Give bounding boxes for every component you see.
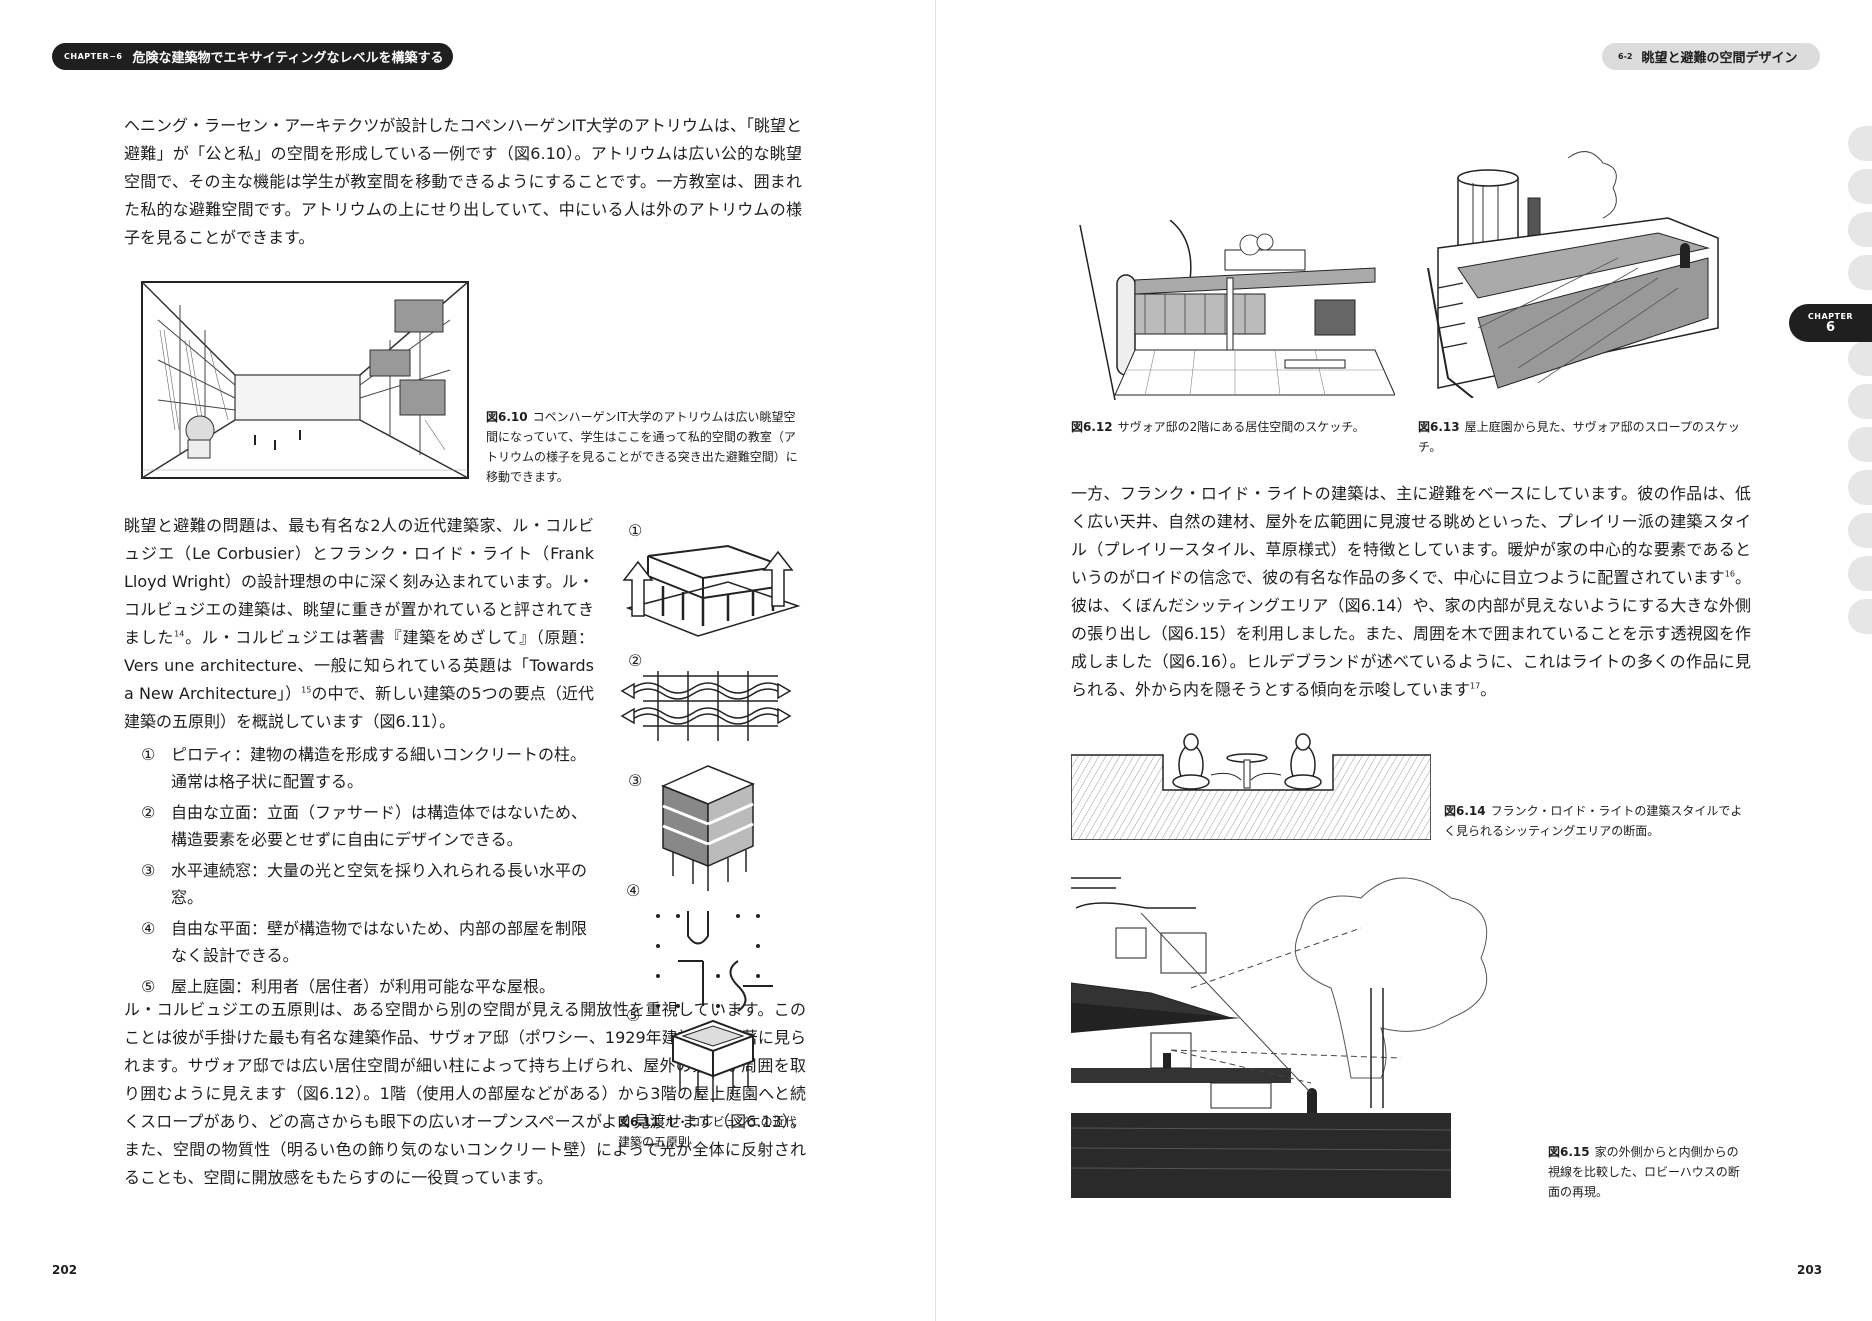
left-paragraph-2: 眺望と避難の問題は、最も有名な2人の近代建築家、ル・コルビュジエ（Le Corb… — [124, 512, 594, 736]
chapter-tab[interactable] — [1848, 599, 1872, 634]
chapter-tab[interactable] — [1848, 169, 1872, 204]
point-number-1: ① — [628, 521, 642, 540]
footnote-ref-15: 15 — [301, 685, 312, 695]
list-item-number: ③ — [141, 861, 156, 880]
list-item-text: 自由な立面：立面（ファサード）は構造体ではないため、構造要素を必要とせずに自由に… — [171, 803, 588, 849]
list-item-text: ピロティ：建物の構造を形成する細いコンクリートの柱。通常は格子状に配置する。 — [171, 745, 587, 791]
list-item-number: ② — [141, 803, 156, 822]
figure-6-10-label: 図6.10 — [486, 410, 528, 424]
list-item: ② 自由な立面：立面（ファサード）は構造体ではないため、構造要素を必要とせずに自由… — [141, 799, 593, 853]
footnote-ref-16: 16 — [1724, 569, 1735, 579]
chapter-tab-label: CHAPTER — [1807, 312, 1854, 321]
right-paragraph-1-part-c: 。 — [1480, 680, 1497, 699]
chapter-header: CHAPTER−6 危険な建築物でエキサイティングなレベルを構築する — [52, 43, 453, 70]
chapter-tab-active[interactable]: CHAPTER 6 — [1789, 304, 1872, 342]
chapter-label: CHAPTER−6 — [64, 52, 123, 61]
page-number-right: 203 — [1797, 1263, 1823, 1277]
point-number-4: ④ — [626, 881, 640, 900]
figure-6-12-caption-text: サヴォア邸の2階にある居住空間のスケッチ。 — [1117, 420, 1365, 434]
figure-6-11-caption-text: ル・コルビュジエの近代建築の五原則 — [618, 1115, 797, 1149]
left-page: CHAPTER−6 危険な建築物でエキサイティングなレベルを構築する ヘニング・… — [52, 43, 808, 1277]
figure-6-15-robie-house-section — [1071, 868, 1551, 1198]
chapter-tab[interactable] — [1848, 212, 1872, 247]
point-number-5: ⑤ — [626, 1006, 640, 1025]
left-paragraph-1: ヘニング・ラーセン・アーキテクツが設計したコペンハーゲンIT大学のアトリウムは、… — [124, 116, 802, 247]
left-paragraph-2-part-a: 眺望と避難の問題は、最も有名な2人の近代建築家、ル・コルビュジエ（Le Corb… — [124, 516, 594, 647]
point-number-2: ② — [628, 651, 642, 670]
section-label: 6-2 — [1618, 52, 1633, 61]
page-number-left: 202 — [52, 1263, 78, 1277]
chapter-tab[interactable] — [1848, 255, 1872, 290]
chapter-tab[interactable] — [1848, 384, 1872, 419]
villa-savoye-ramp-sketch — [1427, 151, 1719, 398]
chapter-tab[interactable] — [1848, 470, 1872, 505]
list-item-number: ① — [141, 745, 156, 764]
point-number-3: ③ — [628, 771, 642, 790]
list-item: ① ピロティ：建物の構造を形成する細いコンクリートの柱。通常は格子状に配置する。 — [141, 741, 593, 795]
list-item-text: 自由な平面：壁が構造物ではないため、内部の部屋を制限なく設計できる。 — [171, 919, 588, 965]
figure-6-14-label: 図6.14 — [1444, 804, 1486, 818]
figure-6-10-atrium-sketch — [140, 280, 470, 480]
right-paragraph-1-part-b: 。彼は、くぼんだシッティングエリア（図6.14）や、家の内部が見えないようにする… — [1071, 568, 1751, 699]
chapter-tab[interactable] — [1848, 513, 1872, 548]
figure-6-13-caption-text: 屋上庭園から見た、サヴォア邸のスロープのスケッチ。 — [1418, 420, 1740, 454]
villa-savoye-living-sketch — [1079, 220, 1395, 400]
section-header: 6-2 眺望と避難の空間デザイン — [1602, 43, 1820, 70]
list-item-text: 水平連続窓：大量の光と空気を採り入れられる長い水平の窓。 — [171, 861, 588, 907]
chapter-tab-number: 6 — [1825, 320, 1836, 335]
figure-6-15-label: 図6.15 — [1548, 1145, 1590, 1159]
figure-6-12-caption: 図6.12 サヴォア邸の2階にある居住空間のスケッチ。 — [1071, 417, 1397, 437]
figure-6-11-five-points: ① ② ③ ④ — [618, 516, 808, 1106]
chapter-tabs — [1848, 126, 1872, 642]
figure-6-14-sitting-area-section — [1071, 720, 1431, 840]
figure-6-10-caption-text: コペンハーゲンIT大学のアトリウムは広い眺望空間になっていて、学生はここを通って… — [486, 410, 798, 484]
right-page: 6-2 眺望と避難の空間デザイン — [936, 0, 1872, 1321]
list-item: ③ 水平連続窓：大量の光と空気を採り入れられる長い水平の窓。 — [141, 857, 593, 911]
left-paragraph-2-part-b: 。ル・コルビュジエは著書『建築をめざして』（原題：Vers une archit… — [124, 628, 594, 703]
robie-house-section-sketch — [1071, 877, 1488, 1198]
figure-6-14-caption-text: フランク・ロイド・ライトの建築スタイルでよく見られるシッティングエリアの断面。 — [1444, 804, 1743, 838]
left-paragraph-2-part-c: の中で、新しい建築の5つの要点（近代建築の五原則）を概説しています（図6.11）… — [124, 684, 594, 731]
atrium-sketch-image — [141, 281, 469, 479]
footnote-ref-17: 17 — [1470, 681, 1481, 691]
figure-6-15-caption-text: 家の外側からと内側からの視線を比較した、ロビーハウスの断面の再現。 — [1548, 1145, 1740, 1199]
figure-6-11-label: 図6.11 — [618, 1115, 660, 1129]
chapter-tab[interactable] — [1848, 427, 1872, 462]
chapter-tab[interactable] — [1848, 341, 1872, 376]
left-paragraph-3: ル・コルビュジエの五原則は、ある空間から別の空間が見える開放性を重視しています。… — [124, 1000, 806, 1187]
list-item: ⑤ 屋上庭園：利用者（居住者）が利用可能な平な屋根。 — [141, 973, 593, 1000]
figure-6-12-label: 図6.12 — [1071, 420, 1113, 434]
chapter-tab[interactable] — [1848, 126, 1872, 161]
figure-6-13-label: 図6.13 — [1418, 420, 1460, 434]
sitting-area-section-sketch — [1071, 733, 1431, 840]
chapter-title: 危険な建築物でエキサイティングなレベルを構築する — [132, 51, 444, 66]
right-paragraph-1-part-a: 一方、フランク・ロイド・ライトの建築は、主に避難をベースにしています。彼の作品は… — [1071, 484, 1751, 587]
section-title: 眺望と避難の空間デザイン — [1641, 51, 1798, 66]
right-paragraph-1: 一方、フランク・ロイド・ライトの建築は、主に避難をベースにしています。彼の作品は… — [1071, 480, 1751, 704]
list-item-text: 屋上庭園：利用者（居住者）が利用可能な平な屋根。 — [171, 977, 556, 996]
figure-6-13-villa-savoye-ramp — [1418, 148, 1728, 398]
list-item: ④ 自由な平面：壁が構造物ではないため、内部の部屋を制限なく設計できる。 — [141, 915, 593, 969]
list-item-number: ④ — [141, 919, 156, 938]
footnote-ref-14: 14 — [174, 629, 185, 639]
list-item-number: ⑤ — [141, 977, 156, 996]
five-points-sketch-image: ① ② ③ ④ — [620, 521, 801, 1102]
figure-6-12-villa-savoye-living — [1075, 220, 1395, 400]
chapter-tab[interactable] — [1848, 556, 1872, 591]
